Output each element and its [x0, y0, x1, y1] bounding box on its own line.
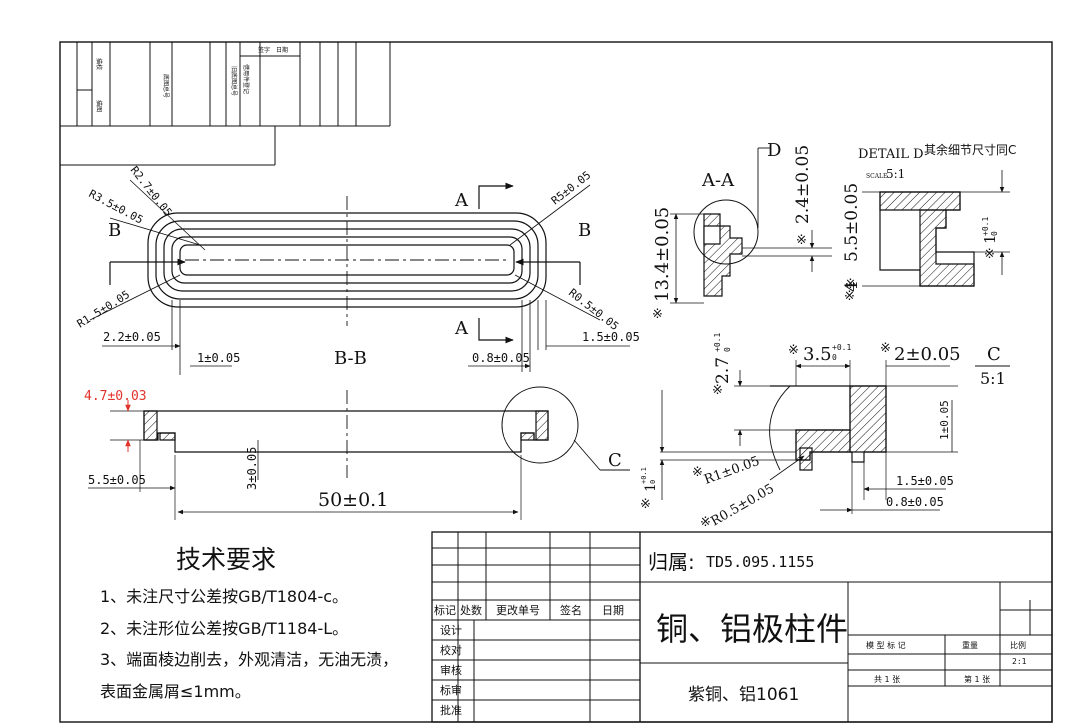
detail-c-view [659, 360, 958, 514]
detail-d-note: 其余细节尺寸同C [924, 142, 1016, 157]
title-block-header-mark: 标记 [434, 603, 456, 617]
top-view-dim-1: 1±0.05 [197, 351, 240, 365]
top-view-section-a-upper: A [454, 190, 469, 211]
title-block-part-name: 铜、铝极柱件 [656, 610, 848, 648]
detail-c-dim-1-v-mark: ※ [640, 497, 651, 512]
top-view-dim-0-8: 0.8±0.05 [472, 351, 530, 365]
detail-c-dim-1-v-tol-upper: +0.1 [640, 467, 648, 484]
detail-d-dim-4: 4 [842, 281, 862, 292]
reg-label-6: 描校 [95, 58, 103, 70]
detail-c-dim-3-5-tol-upper: +0.1 [832, 343, 851, 352]
detail-c-title: C [987, 344, 1001, 365]
bb-section-view [88, 386, 630, 520]
detail-c-dim-3-5: 3.5 [803, 344, 832, 365]
top-view-radius-1-5: R1.5±0.05 [75, 288, 132, 331]
reg-label-3: 旧底图总号 [230, 66, 238, 96]
reg-label-0: 签字 [258, 46, 270, 54]
top-view-section-b-right: B [578, 220, 591, 241]
detail-c-dim-1-v-tol-lower: 0 [649, 480, 657, 484]
detail-c-radius-0-5-mark: ※ [700, 515, 711, 530]
top-view-dim-1-5: 1.5±0.05 [582, 330, 640, 344]
reg-label-4: 借用件登记 [242, 64, 250, 94]
title-block-role-standard: 标审 [440, 683, 462, 697]
detail-c-radius-0-5: R0.5±0.05 [709, 481, 777, 529]
reg-label-2: 底图总号 [162, 74, 170, 98]
tech-requirement-1: 1、未注尺寸公差按GB/T1804-c。 [100, 587, 348, 606]
top-view-radius-0-5: R0.5±0.05 [566, 286, 621, 333]
reg-label-5: 描图 [95, 100, 103, 112]
title-block-header-signature: 签名 [560, 603, 582, 617]
tech-requirement-4: 表面金属屑≤1mm。 [100, 682, 251, 701]
detail-c-radius-1-mark: ※ [692, 465, 703, 480]
top-view [147, 196, 547, 326]
title-block-role-check: 校对 [440, 643, 462, 657]
title-block-role-approve: 批准 [440, 703, 462, 717]
bb-dim-4-7: 4.7±0.03 [84, 389, 147, 404]
title-block-role-design: 设计 [440, 624, 462, 637]
aa-dim-2-4: 2.4±0.05 [793, 145, 813, 224]
aa-dim-13-4: 13.4±0.05 [652, 207, 673, 302]
detail-d-dim-1: 1 [981, 234, 999, 244]
detail-c-scale: 5:1 [980, 369, 1006, 388]
title-block-stage-mark-label: 模 型 标 记 [866, 640, 906, 650]
detail-c-dim-3-5-tol-lower: 0 [832, 353, 837, 362]
top-view-section-a-lower: A [454, 318, 469, 339]
detail-d-dim-5-5: 5.5±0.05 [842, 183, 862, 262]
title-block-role-review: 审核 [440, 663, 462, 677]
detail-d-dim-5-5-mark: ※ [844, 289, 855, 304]
title-block-ownership-label: 归属: [648, 550, 695, 574]
detail-d-tol-upper: +0.1 [981, 217, 990, 236]
detail-d-dim-1-mark: ※ [984, 247, 995, 262]
tech-requirement-3: 3、端面棱边削去，外观清洁，无油无渍， [100, 650, 398, 669]
title-block-material: 紫铜、铝1061 [688, 685, 799, 705]
title-block-header-change-no: 更改单号 [496, 603, 540, 617]
detail-c-dim-1-v: 1 [643, 483, 659, 492]
title-block-sheets-total: 共 1 张 [874, 675, 900, 684]
registration-block [60, 42, 391, 166]
reg-label-1: 日期 [276, 46, 288, 54]
bb-dim-3: 3±0.05 [245, 447, 259, 490]
detail-c-radius-1: R1±0.05 [702, 454, 762, 488]
title-block-scale-value: 2:1 [1012, 657, 1027, 666]
bb-dim-5-5: 5.5±0.05 [88, 473, 146, 487]
aa-dim-2-4-mark: ※ [796, 233, 807, 248]
aa-detail-ref: D [767, 140, 781, 161]
title-block-header-date: 日期 [602, 604, 624, 617]
detail-d-scale-label: SCALE [866, 173, 887, 180]
detail-c-dim-2: 2±0.05 [894, 344, 961, 365]
tech-requirements-heading: 技术要求 [176, 545, 276, 574]
tech-requirement-2: 2、未注形位公差按GB/T1184-L。 [100, 619, 348, 638]
detail-d-title: DETAIL D [858, 147, 924, 162]
title-block-scale-label: 比例 [1010, 640, 1026, 650]
title-block-header-count: 处数 [460, 604, 482, 617]
bb-view-title: B-B [334, 348, 367, 369]
title-block-weight-label: 重量 [962, 640, 978, 650]
detail-c-dim-1-5: 1.5±0.05 [896, 474, 954, 488]
detail-d-dim-4-mark: ※ [845, 277, 856, 292]
top-view-dim-2-2: 2.2±0.05 [103, 330, 161, 344]
detail-c-dim-2-mark: ※ [880, 341, 891, 356]
detail-d-scale-value: 5:1 [886, 167, 905, 181]
detail-c-dim-2-7-tol-lower: 0 [723, 347, 732, 352]
detail-d-view [862, 170, 1010, 287]
title-block-sheet-no: 第 1 张 [964, 674, 990, 684]
detail-c-dim-1-h: 1±0.05 [938, 400, 951, 440]
title-block-ownership-value: TD5.095.1155 [706, 553, 814, 571]
aa-section-view [670, 147, 832, 304]
detail-c-dim-2-7-tol-upper: +0.1 [713, 333, 722, 352]
bb-callout-c: C [608, 450, 622, 471]
detail-c-dim-2-7: 2.7 [713, 357, 733, 384]
top-view-section-marks [89, 179, 630, 375]
detail-c-dim-0-8: 0.8±0.05 [886, 495, 944, 509]
title-block-grid [431, 531, 1053, 723]
detail-c-dim-3-5-mark: ※ [788, 343, 799, 358]
aa-dim-13-4-mark: ※ [652, 307, 663, 322]
detail-c-dim-2-7-mark: ※ [712, 383, 723, 398]
aa-view-title: A-A [701, 170, 735, 191]
top-view-section-b-left: B [108, 220, 121, 241]
detail-d-tol-lower: 0 [990, 231, 999, 236]
bb-dim-50: 50±0.1 [318, 489, 388, 511]
